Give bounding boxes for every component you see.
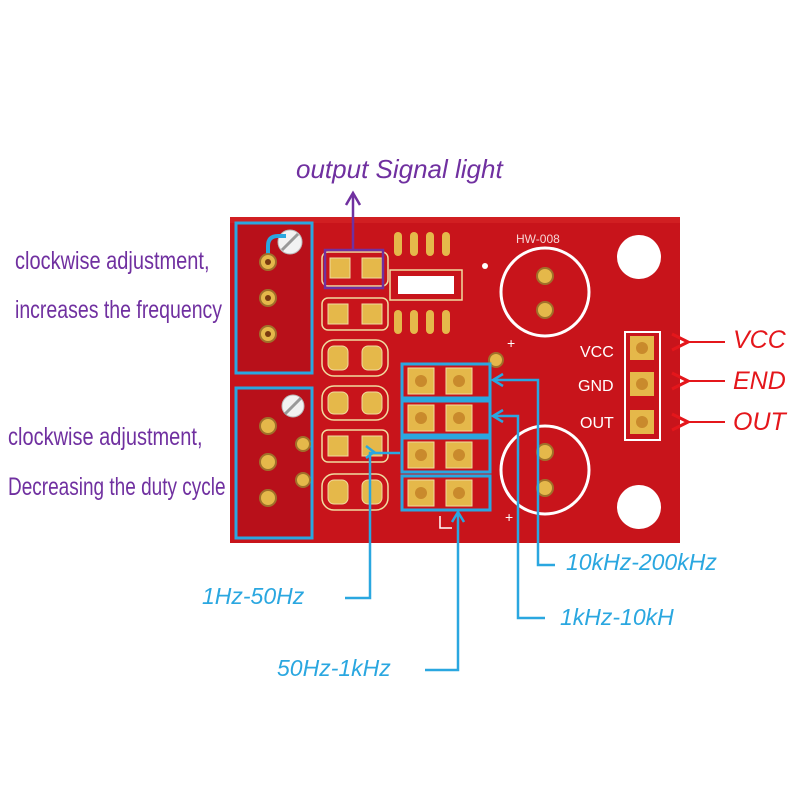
ic-chip: [389, 232, 463, 334]
jumper-header: [407, 367, 473, 507]
smd-pads: [327, 257, 383, 505]
range-50-1k: 50Hz-1kHz: [277, 655, 391, 681]
plus-mark: +: [505, 509, 513, 525]
range-10k-200k: 10kHz-200kHz: [566, 549, 717, 575]
duty-knob-label-line1: clockwise adjustment,: [8, 423, 203, 451]
freq-knob-label-line2: increases the frequency: [15, 296, 223, 324]
clockwise-arrow-icon: [266, 234, 286, 262]
jumper-box-1-50: [400, 436, 492, 474]
capacitor: [499, 246, 591, 338]
plus-mark: +: [507, 335, 515, 351]
duty-knob-label-line2: Decreasing the duty cycle: [8, 473, 226, 501]
leader-10k-200k: [494, 378, 555, 567]
pin-label-out: OUT: [580, 415, 614, 432]
mounting-hole: [617, 485, 661, 529]
pin-header-box: [624, 331, 661, 441]
mounting-hole: [617, 235, 661, 279]
leader-50-1k: [425, 512, 460, 672]
pin-label-gnd: GND: [578, 378, 614, 395]
leader-1-50: [345, 451, 400, 600]
pin-annotation-vcc: VCC: [733, 326, 786, 354]
jumper-box-1k-10k: [400, 399, 492, 437]
signal-light-label: output Signal light: [296, 154, 503, 184]
range-1-50: 1Hz-50Hz: [202, 583, 305, 609]
board-label: HW-008: [516, 232, 560, 246]
jumper-box-10k-200k: [400, 362, 492, 400]
leader-1k-10k: [494, 414, 545, 620]
capacitor: [499, 424, 591, 516]
jumper-box-50-1k: [400, 474, 492, 512]
range-1k-10k: 1kHz-10kH: [560, 604, 674, 630]
pin-annotation-out: OUT: [733, 408, 786, 436]
pin-annotation-end: END: [733, 367, 786, 395]
pin-label-vcc: VCC: [580, 344, 614, 361]
freq-knob-label-line1: clockwise adjustment,: [15, 247, 210, 275]
